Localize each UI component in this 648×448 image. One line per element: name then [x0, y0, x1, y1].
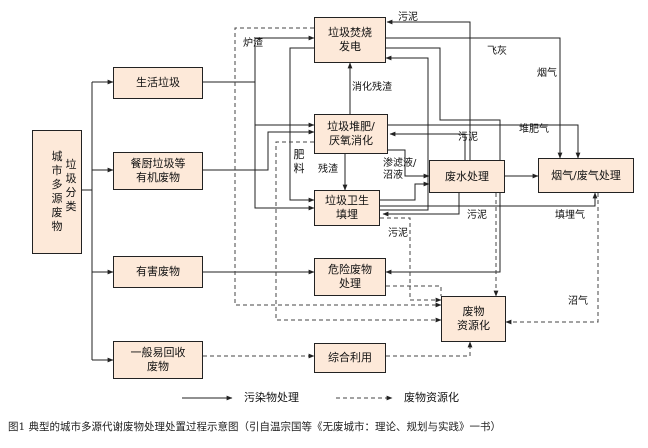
- edge-sludge-landfill: [382, 192, 460, 217]
- node-general-waste: 一般易回收 废物: [113, 341, 203, 379]
- edge-comprehensive-resource: [386, 341, 473, 357]
- node-kitchen-waste: 餐厨垃圾等 有机废物: [113, 152, 203, 190]
- label-slag: 炉渣: [243, 38, 263, 49]
- edge-composting-resource: [275, 141, 442, 323]
- edge-landfill-incineration: [380, 55, 429, 211]
- edge-living-landfill: [254, 125, 315, 211]
- edge-compost-gas: [388, 124, 581, 159]
- label-sorting: 垃圾分类: [65, 158, 77, 213]
- label-digestion-residue: 消化残渣: [352, 82, 392, 93]
- label-fly-ash: 飞灰: [487, 46, 507, 57]
- label-leachate: 渗滤液/ 沼液: [383, 158, 417, 181]
- edge-sludge-composting: [389, 131, 466, 160]
- figure-caption: 图1 典型的城市多源代谢废物处理处置过程示意图（引自温宗国等《无废城市：理论、规…: [8, 421, 502, 433]
- node-wastewater: 废水处理: [429, 160, 505, 193]
- label-sludge-mid: 污泥: [458, 132, 478, 143]
- label-biogas: 沼气: [568, 296, 588, 307]
- edge-slag-landfill: [289, 47, 315, 203]
- node-living-waste: 生活垃圾: [113, 67, 203, 99]
- legend-solid-label: 污染物处理: [244, 391, 299, 404]
- node-comprehensive: 综合利用: [314, 343, 386, 373]
- label-landfill-gas: 填埋气: [555, 210, 585, 221]
- node-composting: 垃圾堆肥/ 厌氧消化: [314, 114, 388, 154]
- edge-living-composting: [254, 82, 315, 128]
- label-sludge-low: 污泥: [467, 210, 487, 221]
- edge-living-incineration: [203, 35, 315, 83]
- node-flue-gas: 烟气/废气处理: [538, 158, 634, 193]
- label-fertilizer: 肥料: [293, 148, 305, 175]
- node-incineration: 垃圾焚烧 发电: [314, 17, 386, 63]
- edge-incineration-resource: [234, 27, 442, 308]
- label-smoke: 烟气: [537, 68, 557, 79]
- edge-landfill-resource: [380, 217, 442, 303]
- node-hazardous-waste: 有害废物: [113, 256, 203, 288]
- edge-disposal-resource: [386, 285, 442, 296]
- label-sludge-top: 污泥: [398, 12, 418, 23]
- node-resource: 废物 资源化: [441, 296, 506, 342]
- legend-dashed-label: 废物资源化: [404, 391, 459, 404]
- edge-kitchen-composting: [203, 129, 315, 171]
- edge-landfill-gas: [380, 192, 598, 207]
- node-city-waste: 城市多源废物: [32, 130, 82, 254]
- node-landfill: 垃圾卫生 填埋: [314, 190, 380, 226]
- edge-flue-resource: [505, 193, 599, 325]
- edge-compost-leachate: [388, 149, 430, 179]
- label-sludge-bottom: 污泥: [388, 228, 408, 239]
- node-hazard-disposal: 危险废物 处理: [314, 258, 386, 296]
- label-compost-gas: 堆肥气: [519, 124, 549, 135]
- edge-smoke-flue: [385, 37, 563, 159]
- label-residue: 残渣: [318, 164, 338, 175]
- edge-landfill-leachate: [380, 181, 430, 201]
- edge-sludge-incineration: [386, 19, 471, 160]
